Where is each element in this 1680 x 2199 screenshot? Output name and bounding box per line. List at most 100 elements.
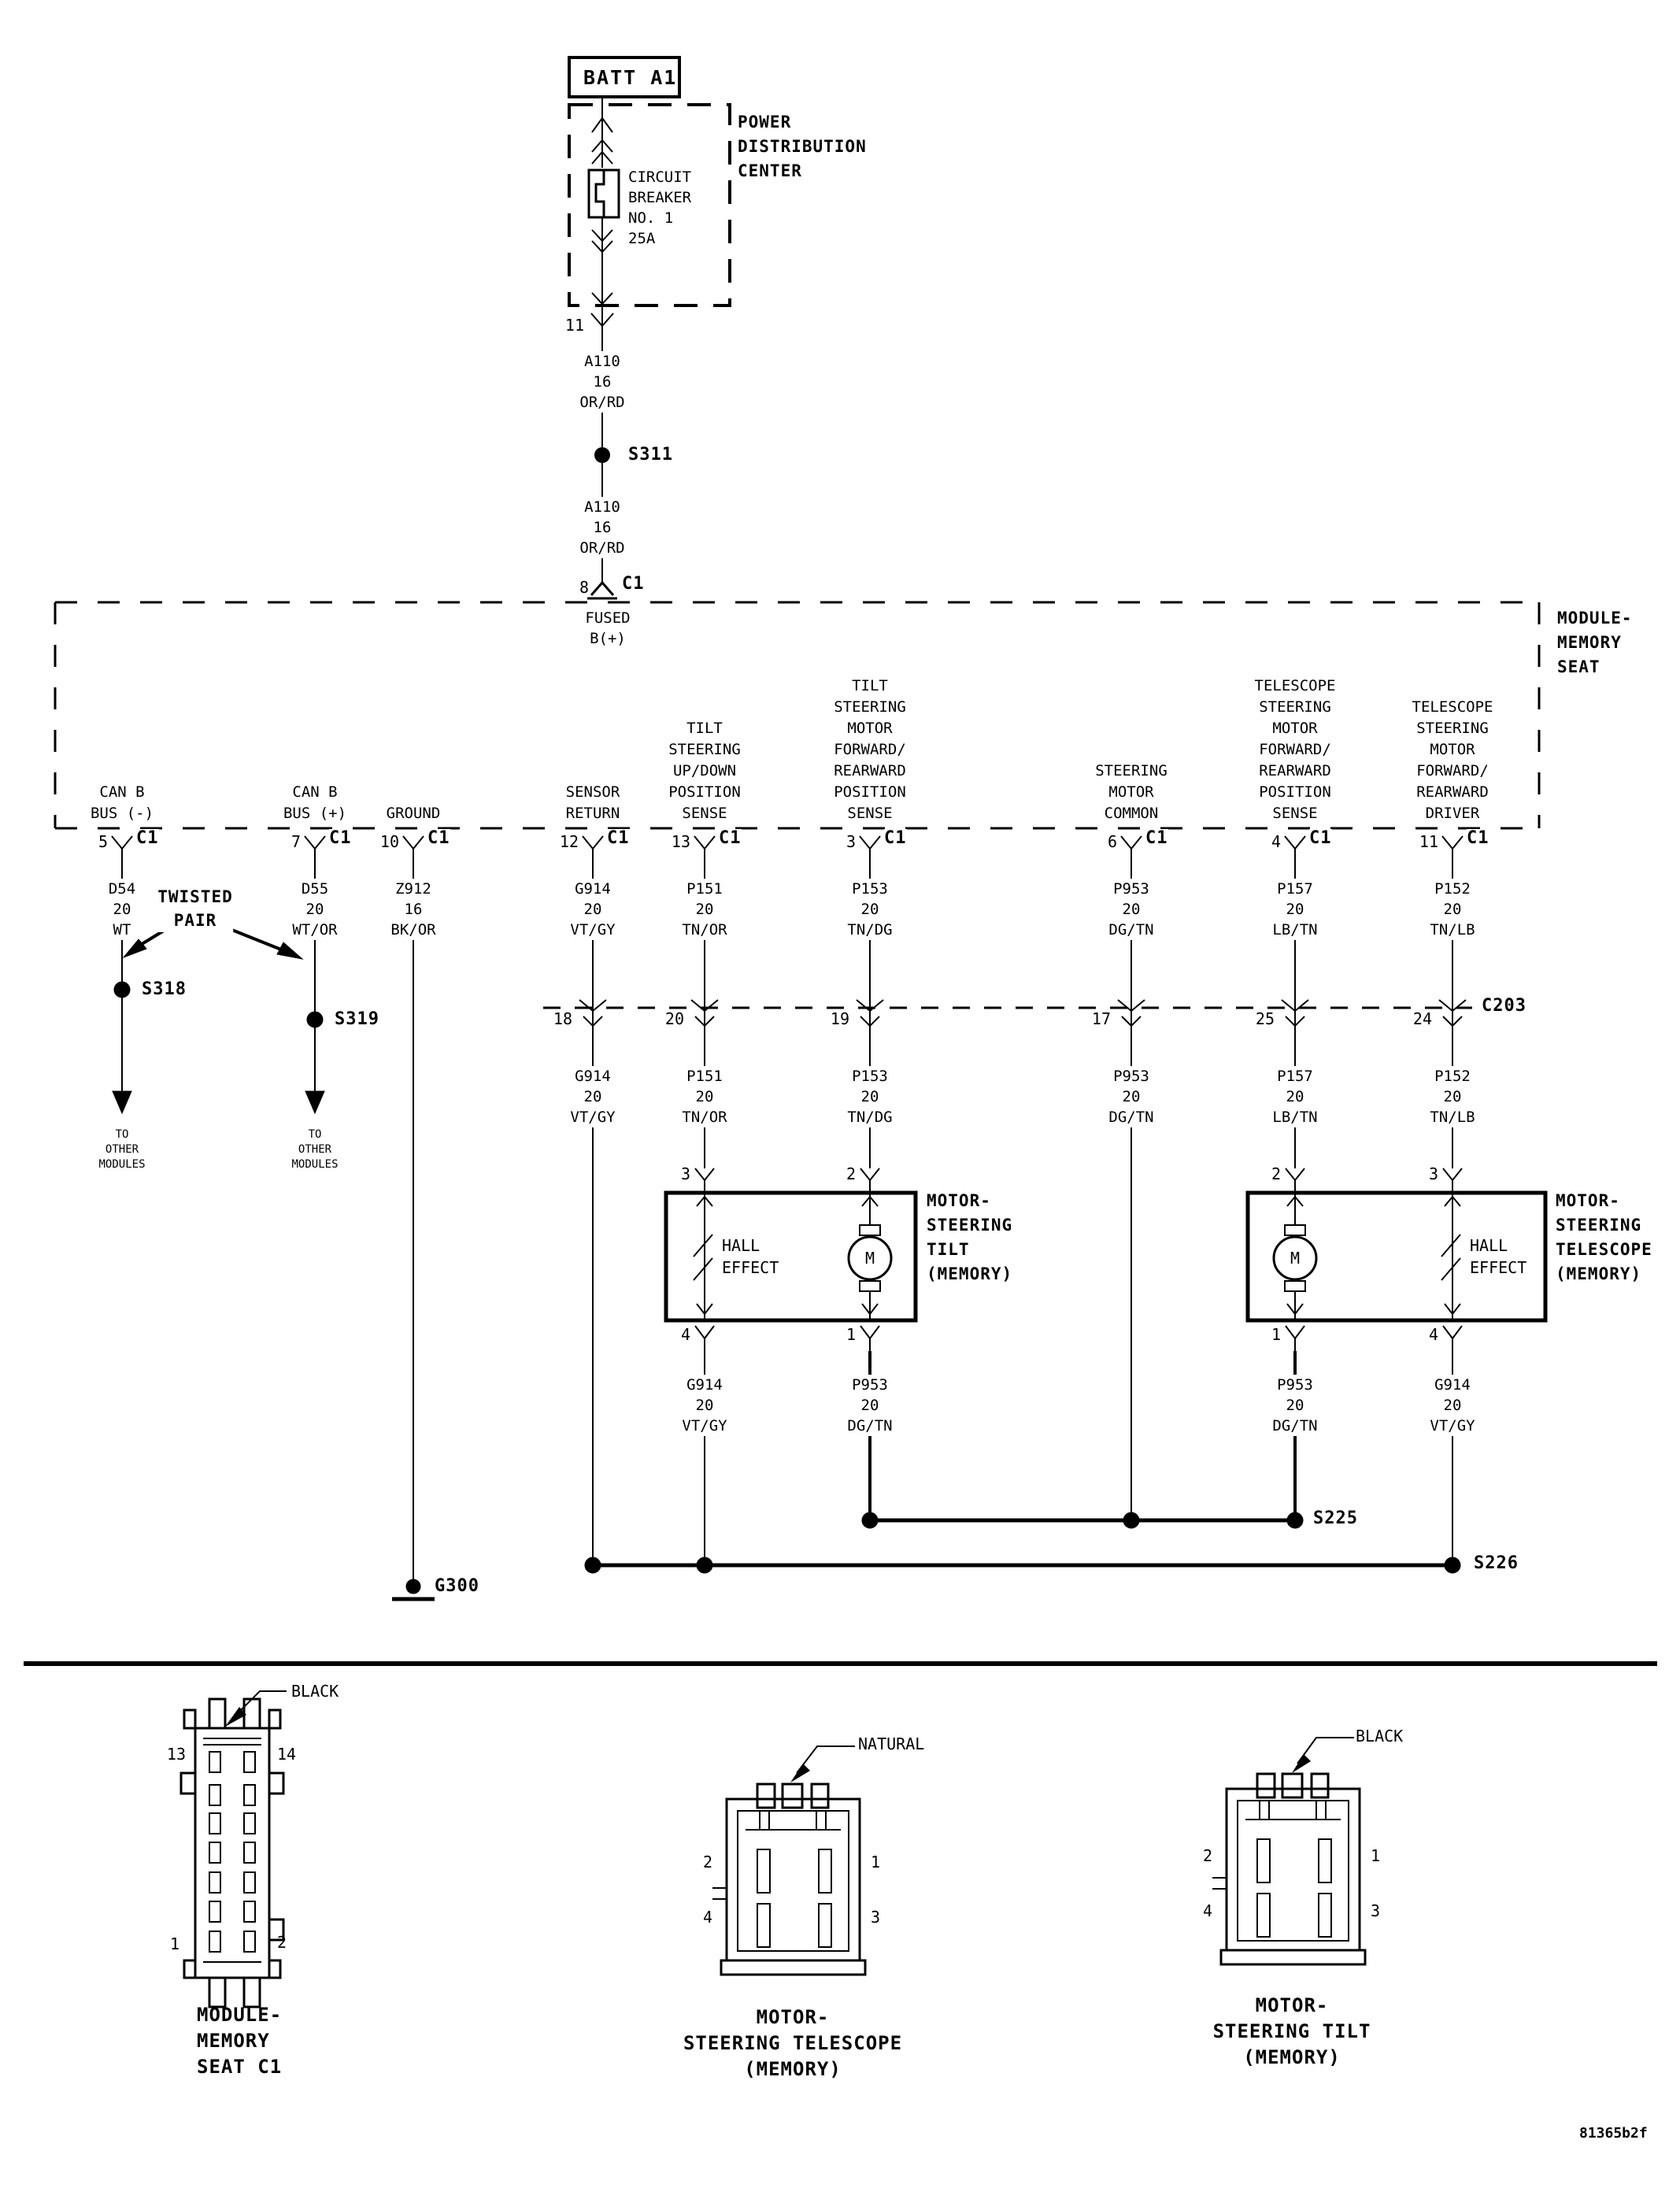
breaker-line: 25A (628, 230, 656, 247)
wire-id: P153 (852, 1068, 888, 1085)
pdc-label-line: CENTER (738, 161, 802, 180)
tilt-top-terminals (694, 1168, 880, 1193)
heading-line: REARWARD (1416, 783, 1489, 801)
heading-line: GROUND (386, 805, 441, 822)
connector-pin-number: 3 (871, 1908, 881, 1927)
heading-line: SENSE (1272, 805, 1318, 822)
motor-brush-bottom (859, 1280, 881, 1292)
heading-line: BUS (+) (283, 805, 347, 822)
tilt-internal-chevrons (696, 1195, 879, 1316)
heading-line: STEERING (1259, 698, 1331, 716)
motor-brush-bottom (1284, 1280, 1306, 1292)
pin-number: 4 (1271, 832, 1281, 851)
to-other-line: TO (115, 1128, 129, 1141)
heading-line: MOTOR (847, 720, 893, 737)
to-other-line: OTHER (298, 1143, 332, 1156)
caption-line: MODULE- (197, 2004, 283, 2026)
wire-color: TN/OR (682, 921, 727, 938)
motor-brush-top (1284, 1224, 1306, 1236)
heading-line: POSITION (1259, 783, 1331, 801)
connector-c1-label: C1 (329, 828, 352, 848)
connector-c1-label: C1 (607, 828, 630, 848)
to-other-modules-arrow (112, 1090, 132, 1115)
wire-id: P157 (1277, 880, 1313, 898)
connector-tab (208, 1697, 227, 1730)
heading-line: BUS (-) (90, 805, 154, 822)
wire-gauge: 20 (1443, 901, 1462, 918)
motor-pin-number: 3 (1428, 1164, 1438, 1183)
hall-line: EFFECT (722, 1258, 779, 1277)
wire-color: TN/OR (682, 1109, 727, 1126)
tilt-internal-wires (704, 1193, 871, 1320)
heading-line: MOTOR (1272, 720, 1318, 737)
junction-dot (584, 1557, 601, 1574)
connector-side-tab (268, 1771, 285, 1795)
connector-tab (242, 1697, 261, 1730)
breaker-line: CIRCUIT (628, 168, 692, 186)
telescope-internal-wires (1294, 1193, 1453, 1320)
c203-pin-number: 25 (1255, 1009, 1275, 1028)
connector-pin-number: 2 (277, 1933, 287, 1952)
wire-gauge: 20 (583, 901, 602, 918)
wire-gauge: 20 (860, 901, 879, 918)
pin-number-8: 8 (579, 578, 589, 597)
splice-s318-dot (113, 981, 131, 998)
to-other-line: MODULES (291, 1158, 339, 1171)
splice-s225-label: S225 (1313, 1509, 1358, 1528)
wire-color: TN/DG (847, 921, 893, 938)
hall-line: HALL (722, 1236, 760, 1255)
connector-pin-number: 2 (1202, 1846, 1212, 1865)
wire-gauge: 20 (695, 1397, 714, 1414)
color-leader-arrowhead (225, 1707, 246, 1727)
color-leader-arrowhead (1292, 1754, 1311, 1773)
wire-id: D55 (301, 880, 329, 898)
connector-tab (242, 1976, 261, 2008)
wire-gauge: 20 (1122, 901, 1141, 918)
heading-line: TILT (686, 720, 723, 737)
connector-post (1259, 1800, 1270, 1820)
power-distribution-center (568, 56, 731, 600)
connector-pin-number: 13 (166, 1745, 186, 1764)
tilt-box (664, 1190, 918, 1323)
wire-id: P151 (686, 1068, 723, 1085)
heading-line: UP/DOWN (672, 762, 737, 779)
splice-s318-label: S318 (142, 979, 187, 999)
connector-detail-lines (712, 1829, 841, 1900)
wire-id: P152 (1434, 1068, 1471, 1085)
wire-color: LB/TN (1272, 921, 1318, 938)
heading-line: FORWARD/ (1259, 741, 1331, 758)
pin-cavities (757, 1849, 832, 1948)
connector-face-module-memory-seat (179, 1690, 287, 2008)
heading-line: FORWARD/ (834, 741, 906, 758)
heading-line: POSITION (668, 783, 741, 801)
to-other-modules-arrow (305, 1090, 325, 1115)
connector-caption: MOTOR-STEERING TELESCOPE(MEMORY) (683, 2005, 902, 2082)
module-memory-seat-box (54, 601, 1541, 830)
c203-terminal-symbols (579, 999, 1467, 1027)
to-other-line: TO (308, 1128, 322, 1141)
breaker-line: BREAKER (628, 189, 692, 206)
connector-c1-label: C1 (719, 828, 742, 848)
pdc-label-line: DISTRIBUTION (738, 137, 867, 156)
wire-id: P953 (1113, 1068, 1149, 1085)
pin-number: 11 (1419, 832, 1438, 851)
wire-id: P151 (686, 880, 723, 898)
connector-tab (781, 1783, 804, 1809)
wire-id: P953 (852, 1376, 888, 1394)
motor-label-line: TELESCOPE (1556, 1240, 1652, 1259)
caption-line: MOTOR- (756, 2006, 830, 2028)
heading-line: CAN B (292, 783, 338, 801)
motor-symbol (1272, 1235, 1318, 1281)
junction-dot (696, 1557, 713, 1574)
twisted-pair-line: TWISTED (157, 887, 233, 906)
